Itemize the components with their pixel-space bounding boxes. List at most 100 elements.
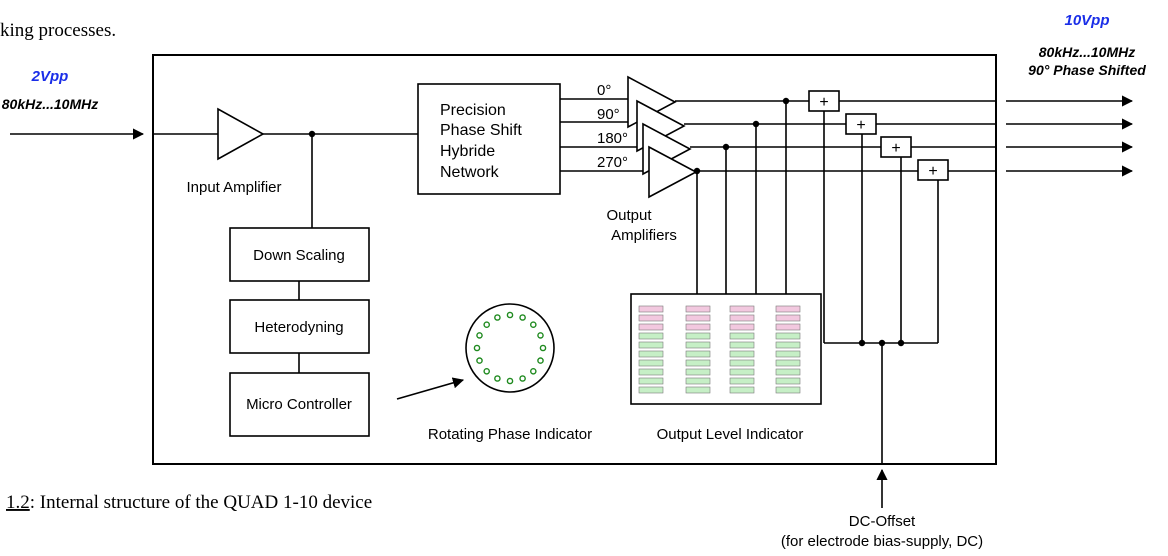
phase-indicator-led: [476, 332, 483, 339]
level-segment: [729, 305, 755, 313]
phase-indicator-led: [494, 314, 501, 321]
dc-bus-dot-1: [858, 339, 866, 347]
level-segment: [638, 341, 664, 349]
network-line-1: Precision: [440, 102, 506, 119]
phase-indicator-led: [537, 332, 544, 339]
adder-90-symbol: +: [856, 117, 865, 134]
level-segment: [775, 341, 801, 349]
output-frequency-label: 80kHz...10MHz: [1039, 44, 1135, 60]
output-amplifiers-label-1: Output: [606, 207, 652, 224]
input-amplifier-symbol: [217, 107, 265, 161]
level-segment: [685, 314, 711, 322]
phase-indicator-led: [530, 367, 537, 375]
input-frequency-label: 80kHz...10MHz: [2, 96, 98, 112]
dc-offset-title: DC-Offset: [849, 513, 916, 530]
input-amplifier-label: Input Amplifier: [186, 179, 281, 196]
phase-indicator-led: [494, 375, 501, 382]
level-segment: [638, 314, 664, 322]
phase-label-180: 180°: [597, 130, 628, 147]
level-segment: [775, 359, 801, 367]
network-line-4: Network: [440, 164, 500, 181]
top-text-fragment: king processes.: [0, 20, 116, 41]
level-segment: [775, 314, 801, 322]
level-segment: [638, 323, 664, 331]
level-segment: [729, 368, 755, 376]
level-segment: [729, 332, 755, 340]
phase-indicator-led: [476, 357, 483, 364]
level-segment: [638, 305, 664, 313]
phase-indicator-led: [506, 377, 514, 385]
phase-indicator-led: [483, 321, 491, 329]
output-level-indicator: [630, 293, 822, 405]
rotating-phase-indicator-label: Rotating Phase Indicator: [428, 426, 592, 443]
level-segment: [685, 377, 711, 385]
figure-caption: 1.2: Internal structure of the QUAD 1-10…: [6, 492, 372, 513]
adder-0-symbol: +: [819, 94, 828, 111]
level-segment: [775, 350, 801, 358]
level-segment: [685, 368, 711, 376]
level-segment: [775, 332, 801, 340]
level-segment: [729, 377, 755, 385]
level-segment: [685, 305, 711, 313]
level-segment: [729, 323, 755, 331]
phase-indicator-led: [483, 367, 491, 375]
level-segment: [685, 359, 711, 367]
level-segment: [729, 386, 755, 394]
output-amplitude-label: 10Vpp: [1064, 12, 1109, 29]
adder-180-symbol: +: [891, 140, 900, 157]
phase-indicator-led: [519, 375, 526, 382]
phase-shift-network-block: [417, 83, 561, 195]
output-phase-label: 90° Phase Shifted: [1028, 62, 1146, 78]
level-segment: [729, 341, 755, 349]
input-amplitude-label: 2Vpp: [31, 68, 69, 85]
device-enclosure: [152, 54, 997, 465]
level-segment: [685, 386, 711, 394]
down-scaling-label: Down Scaling: [253, 247, 345, 264]
level-segment: [729, 350, 755, 358]
down-scaling-block: [229, 227, 370, 282]
level-segment: [729, 314, 755, 322]
level-segment: [685, 323, 711, 331]
adder-270-symbol: +: [928, 163, 937, 180]
level-segment: [638, 359, 664, 367]
rotating-phase-indicator-leds: [473, 311, 547, 385]
phase-indicator-led: [506, 311, 514, 319]
phase-label-270: 270°: [597, 154, 628, 171]
level-segment: [775, 305, 801, 313]
network-line-2: Phase Shift: [440, 122, 522, 139]
controller-to-phase-indicator-arrow: [396, 377, 465, 400]
dc-offset-note: (for electrode bias-supply, DC): [781, 533, 983, 550]
adder-90: [845, 113, 877, 135]
level-segment: [638, 332, 664, 340]
figure-number: 1.2: [6, 492, 30, 513]
level-segment: [775, 368, 801, 376]
phase-label-90: 90°: [597, 106, 620, 123]
phase-indicator-led: [530, 321, 537, 329]
adder-180: [880, 136, 912, 158]
output-level-indicator-label: Output Level Indicator: [657, 426, 804, 443]
level-segment: [638, 350, 664, 358]
phase-indicator-led: [519, 314, 526, 321]
level-segment: [775, 323, 801, 331]
output-level-indicator-bars: [638, 305, 801, 394]
level-segment: [775, 377, 801, 385]
level-segment: [638, 377, 664, 385]
network-line-3: Hybride: [440, 143, 495, 160]
phase-indicator-led: [539, 344, 547, 352]
micro-controller-block: [229, 372, 370, 437]
level-segment: [685, 350, 711, 358]
level-segment: [638, 386, 664, 394]
level-segment: [775, 386, 801, 394]
heterodyning-block: [229, 299, 370, 354]
level-segment: [685, 332, 711, 340]
figure-caption-text: : Internal structure of the QUAD 1-10 de…: [30, 492, 372, 513]
level-segment: [638, 368, 664, 376]
adder-270: [917, 159, 949, 181]
dc-bus-dot-3: [897, 339, 905, 347]
level-segment: [685, 341, 711, 349]
heterodyning-label: Heterodyning: [254, 319, 343, 336]
phase-indicator-led: [537, 357, 544, 364]
output-amplifiers-label-2: Amplifiers: [611, 227, 677, 244]
output-amplifier-270: [648, 145, 698, 199]
